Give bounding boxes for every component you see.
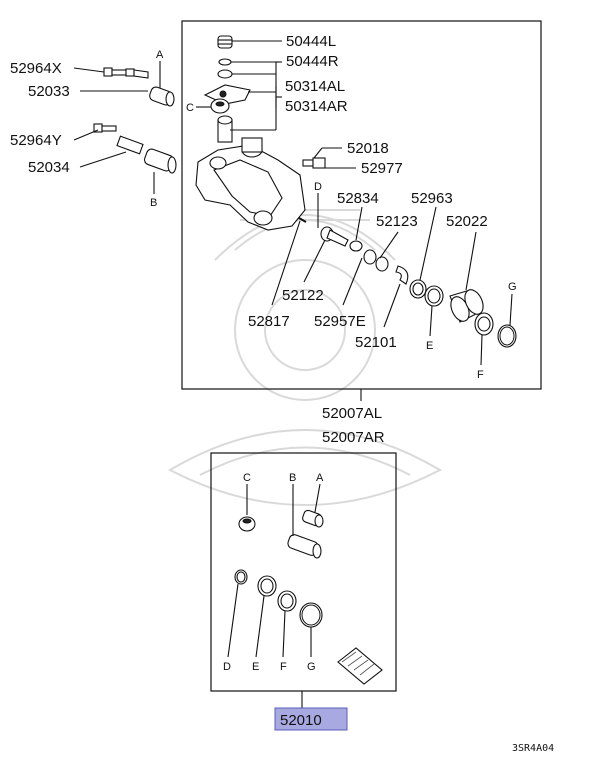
- letter-e-kit: E: [252, 661, 259, 673]
- guide-pin-52034: [93, 123, 144, 155]
- boot-b: [143, 148, 177, 174]
- label-52977: 52977: [361, 160, 403, 177]
- cap-50444: [217, 35, 233, 49]
- label-50444R: 50444R: [286, 53, 339, 70]
- ring-e: [424, 285, 444, 307]
- letter-g-top: G: [508, 281, 517, 293]
- label-52834: 52834: [337, 190, 379, 207]
- letter-g-kit: G: [307, 661, 316, 673]
- label-52817: 52817: [248, 313, 290, 330]
- letter-a-kit: A: [316, 472, 324, 484]
- guide-pin-52033: [103, 67, 149, 79]
- label-50314AR: 50314AR: [285, 98, 348, 115]
- piston-52022: [449, 289, 484, 323]
- kit-boot-b: [287, 534, 322, 559]
- letter-d-top: D: [314, 181, 322, 193]
- diagram-code: 3SR4A04: [512, 743, 554, 754]
- letter-d-kit: D: [223, 661, 231, 673]
- seal-52963: [409, 279, 427, 299]
- seal-kit-box: [210, 452, 397, 692]
- kit-ring-f: [277, 590, 297, 612]
- label-52007AL: 52007AL: [322, 405, 382, 422]
- part-52123: [363, 249, 389, 272]
- label-52957E: 52957E: [314, 313, 366, 330]
- kit-ring-e: [257, 575, 277, 597]
- kit-ring-d: [234, 569, 248, 585]
- label-52018: 52018: [347, 140, 389, 157]
- bleeder-50444: [217, 58, 233, 79]
- letter-b-kit: B: [289, 472, 296, 484]
- caliper-body: [195, 115, 306, 231]
- label-52022: 52022: [446, 213, 488, 230]
- washer-52817: [298, 217, 307, 223]
- label-52964X: 52964X: [10, 60, 62, 77]
- boot-a: [149, 86, 175, 107]
- letter-c-kit: C: [243, 472, 251, 484]
- cap-c: [210, 98, 230, 114]
- ring-f: [474, 312, 494, 336]
- label-50444L: 50444L: [286, 33, 336, 50]
- label-52122: 52122: [282, 287, 324, 304]
- label-52033: 52033: [28, 83, 70, 100]
- highlight-52010: [274, 707, 348, 731]
- label-52010: 52010: [280, 712, 322, 729]
- letter-c-top: C: [186, 102, 194, 114]
- clip-52101: [395, 265, 409, 285]
- leader-lines: [73, 40, 513, 658]
- watermark-emblem: [167, 209, 443, 506]
- bracket-50314: [203, 84, 251, 105]
- kit-ring-g: [299, 602, 323, 628]
- label-52101: 52101: [355, 334, 397, 351]
- ring-g: [497, 324, 517, 348]
- letter-b-top: B: [150, 197, 157, 209]
- bleeder-52018: [302, 157, 326, 169]
- letter-f-kit: F: [280, 661, 287, 673]
- label-52963: 52963: [411, 190, 453, 207]
- letter-f-top: F: [477, 369, 484, 381]
- label-50314AL: 50314AL: [285, 78, 345, 95]
- letter-e-top: E: [426, 340, 433, 352]
- label-52123: 52123: [376, 213, 418, 230]
- label-52034: 52034: [28, 159, 70, 176]
- kit-cap-c: [238, 516, 256, 532]
- label-52007AR: 52007AR: [322, 429, 385, 446]
- label-52964Y: 52964Y: [10, 132, 62, 149]
- kit-grease-packet: [337, 647, 383, 685]
- kit-boot-a: [302, 509, 324, 528]
- screw-52834: [320, 226, 363, 252]
- letter-a-top: A: [156, 49, 164, 61]
